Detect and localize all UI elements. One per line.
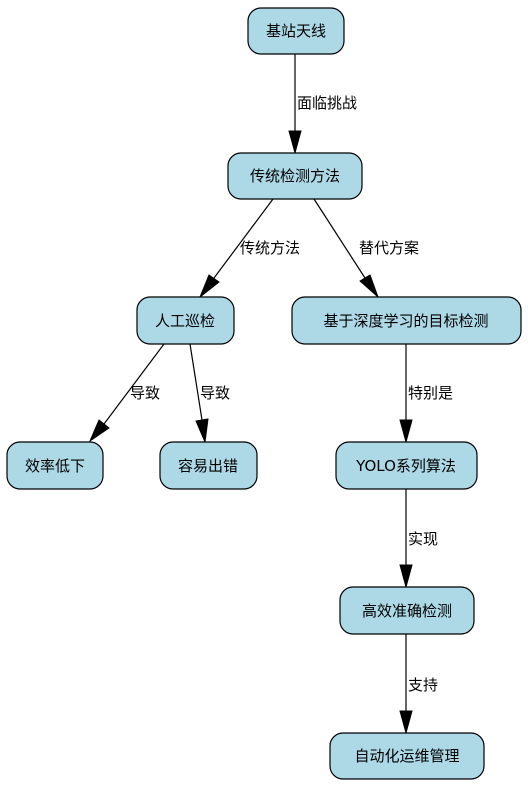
edge-efficient-to-automation (399, 634, 413, 735)
node-label: 自动化运维管理 (354, 747, 459, 765)
node-label: 基站天线 (266, 22, 326, 40)
edge-label-traditional-method: 传统方法 (240, 239, 300, 257)
node-yolo[interactable]: YOLO系列算法 (335, 441, 478, 490)
edge-label-support: 支持 (408, 676, 438, 694)
edge-yolo-to-efficient (399, 489, 413, 589)
node-efficient-detection[interactable]: 高效准确检测 (339, 586, 475, 635)
node-label: 高效准确检测 (362, 602, 452, 620)
node-label: YOLO系列算法 (355, 457, 456, 475)
node-label: 人工巡检 (155, 312, 215, 330)
edge-label-alternative: 替代方案 (359, 239, 419, 257)
node-error-prone[interactable]: 容易出错 (159, 441, 258, 490)
edge-label-leads-to-2: 导致 (200, 384, 230, 402)
edge-label-leads-to-1: 导致 (130, 384, 160, 402)
edge-traditional-to-manual (198, 198, 274, 299)
node-traditional-method[interactable]: 传统检测方法 (227, 152, 363, 200)
node-label: 基于深度学习的目标检测 (323, 312, 488, 330)
node-low-efficiency[interactable]: 效率低下 (6, 441, 104, 490)
edge-label-challenge: 面临挑战 (297, 94, 357, 112)
edge-manual-to-low-efficiency (88, 343, 165, 443)
node-automation-management[interactable]: 自动化运维管理 (329, 732, 485, 780)
edge-label-especially: 特别是 (408, 384, 453, 402)
edge-base-to-traditional (288, 54, 302, 155)
node-base-station[interactable]: 基站天线 (247, 7, 345, 55)
edge-deep-to-yolo (399, 344, 413, 444)
node-label: 效率低下 (25, 457, 85, 475)
node-deep-learning-detection[interactable]: 基于深度学习的目标检测 (291, 296, 522, 345)
edge-traditional-to-deep (313, 198, 379, 298)
edge-label-achieve: 实现 (408, 530, 438, 548)
node-label: 传统检测方法 (250, 167, 340, 185)
edge-manual-to-error (189, 343, 209, 444)
node-label: 容易出错 (178, 457, 238, 475)
node-manual-inspection[interactable]: 人工巡检 (136, 296, 235, 345)
